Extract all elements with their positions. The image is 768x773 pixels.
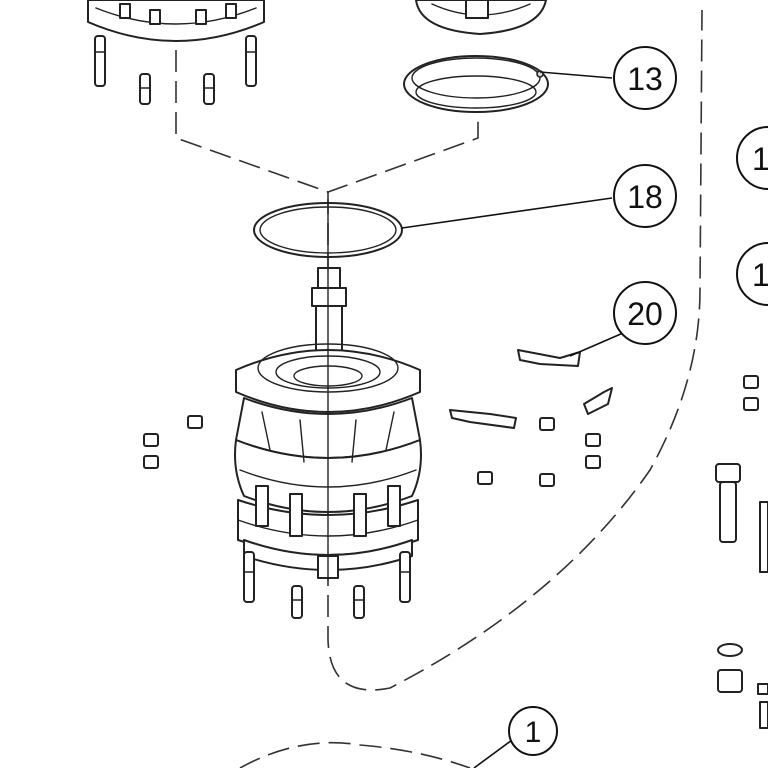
callout-20: 20 [613,281,677,345]
lower-studs [243,551,411,619]
callout-11-right-label: 11 [752,257,768,293]
upper-hub-part [87,0,265,42]
upper-studs [94,35,257,105]
callout-11-right: 11 [736,242,768,306]
callout-18-right: 18 [736,126,768,190]
callout-1: 1 [508,706,558,756]
lock-tabs-20 [449,349,613,429]
callout-1-label: 1 [525,716,542,749]
callout-18-right-label: 18 [752,141,768,177]
upper-cap-part [415,0,547,35]
right-edge-parts [715,375,768,729]
seal-ring-13 [403,55,549,113]
callout-13: 13 [613,46,677,110]
hex-nuts-right [477,417,601,487]
callout-13-label: 13 [627,61,663,97]
callout-20-label: 20 [627,296,663,332]
main-hub-body [234,199,422,581]
callout-18: 18 [613,164,677,228]
leader-lines [401,71,631,769]
hex-nuts-left [143,415,203,469]
callout-18-label: 18 [627,179,663,215]
